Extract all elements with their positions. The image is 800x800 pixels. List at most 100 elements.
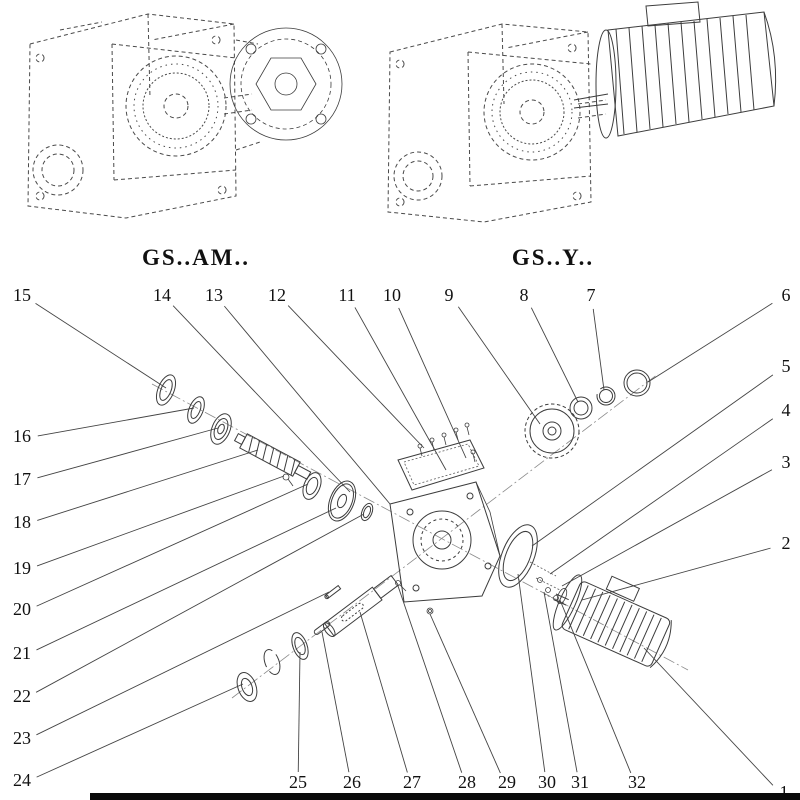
retaining-ring-16 xyxy=(187,396,205,424)
callout-13: 13 xyxy=(205,285,223,305)
leader-line-27 xyxy=(359,611,408,773)
am-output-flange xyxy=(229,27,343,141)
callout-22: 22 xyxy=(13,686,31,706)
shaft-key-26 xyxy=(313,621,331,635)
callout-19: 19 xyxy=(13,558,31,578)
input-axis-centerline xyxy=(151,383,689,671)
gearbox-drawing-y xyxy=(387,1,777,223)
exploded-view xyxy=(151,369,689,702)
variant-label-am: GS..AM.. xyxy=(142,245,250,270)
callout-5: 5 xyxy=(782,356,791,376)
leader-line-20 xyxy=(36,483,309,607)
variant-label-y: GS..Y.. xyxy=(512,245,594,270)
spacer-ring-22 xyxy=(360,502,374,522)
cover-plate-11 xyxy=(397,439,485,491)
leader-line-13 xyxy=(224,305,391,505)
leader-line-25 xyxy=(297,651,301,773)
ring-6 xyxy=(623,369,651,397)
motor-1 xyxy=(552,574,672,669)
worm-shaft-18 xyxy=(233,432,312,480)
callout-9: 9 xyxy=(445,285,454,305)
callout-6: 6 xyxy=(782,285,791,305)
callout-10: 10 xyxy=(383,285,401,305)
leader-line-6 xyxy=(647,302,773,383)
leader-line-1 xyxy=(643,647,774,786)
callout-3: 3 xyxy=(782,452,791,472)
callout-18: 18 xyxy=(13,512,31,532)
am-housing-outline xyxy=(27,13,261,219)
spacer-8 xyxy=(569,396,593,420)
flange-bolts-31-32 xyxy=(529,561,568,605)
leader-line-3 xyxy=(561,469,773,587)
callout-25: 25 xyxy=(289,772,307,792)
leader-line-11 xyxy=(354,307,447,471)
leader-line-15 xyxy=(35,303,167,389)
bottom-edge-bar xyxy=(90,793,800,800)
leader-line-24 xyxy=(36,683,244,778)
callout-11: 11 xyxy=(338,285,355,305)
helical-gear-9 xyxy=(524,403,580,459)
callout-4: 4 xyxy=(782,400,791,420)
plug-29 xyxy=(426,607,434,615)
washer-disc-21 xyxy=(327,480,357,522)
callout-23: 23 xyxy=(13,728,31,748)
leader-line-10 xyxy=(398,307,467,459)
leader-line-16 xyxy=(37,407,195,437)
gear-housing-13 xyxy=(389,481,501,603)
callout-29: 29 xyxy=(498,772,516,792)
y-housing-outline xyxy=(387,23,607,223)
callout-27: 27 xyxy=(403,772,421,792)
leader-line-22 xyxy=(35,513,365,693)
leader-line-21 xyxy=(36,507,337,651)
leader-line-30 xyxy=(517,573,546,773)
callout-21: 21 xyxy=(13,643,31,663)
seal-washer-24 xyxy=(236,672,258,702)
callout-14: 14 xyxy=(153,285,171,305)
leader-line-31 xyxy=(543,591,578,773)
callout-8: 8 xyxy=(520,285,529,305)
leader-line-17 xyxy=(37,427,219,479)
callout-7: 7 xyxy=(587,285,596,305)
bearing-17 xyxy=(210,413,232,445)
y-electric-motor xyxy=(573,1,777,139)
leader-line-2 xyxy=(581,547,771,601)
callout-12: 12 xyxy=(268,285,286,305)
leader-line-19 xyxy=(36,475,285,567)
leader-line-18 xyxy=(37,449,259,521)
callout-16: 16 xyxy=(13,426,31,446)
callout-31: 31 xyxy=(571,772,589,792)
output-shaft-27 xyxy=(322,574,400,637)
gearbox-drawing-am xyxy=(27,13,343,219)
motor-cooling-fins xyxy=(615,14,755,135)
callout-15: 15 xyxy=(13,285,31,305)
output-axis-centerline xyxy=(231,373,659,699)
callout-28: 28 xyxy=(458,772,476,792)
circlip-7 xyxy=(596,386,616,406)
motor-flange-5 xyxy=(498,524,538,588)
motor-fins xyxy=(568,585,662,662)
leader-line-7 xyxy=(592,308,605,391)
leader-line-12 xyxy=(287,305,425,449)
callout-26: 26 xyxy=(343,772,361,792)
leader-line-26 xyxy=(321,631,350,773)
leader-line-14 xyxy=(172,305,351,493)
set-screw-19 xyxy=(282,473,294,487)
leader-line-8 xyxy=(530,307,579,403)
snap-ring-lower xyxy=(263,649,281,675)
callout-30: 30 xyxy=(538,772,556,792)
callout-20: 20 xyxy=(13,599,31,619)
callout-32: 32 xyxy=(628,772,646,792)
leader-line-5 xyxy=(531,374,774,547)
callout-17: 17 xyxy=(13,469,31,489)
leader-line-29 xyxy=(429,613,501,774)
pin-23 xyxy=(324,584,342,600)
callout-1: 1 xyxy=(780,782,789,800)
seal-ring-15 xyxy=(155,374,177,406)
cover-screws-10-12 xyxy=(417,422,476,463)
bearing-25 xyxy=(291,632,309,660)
callout-2: 2 xyxy=(782,533,791,553)
leader-line-23 xyxy=(36,591,330,736)
